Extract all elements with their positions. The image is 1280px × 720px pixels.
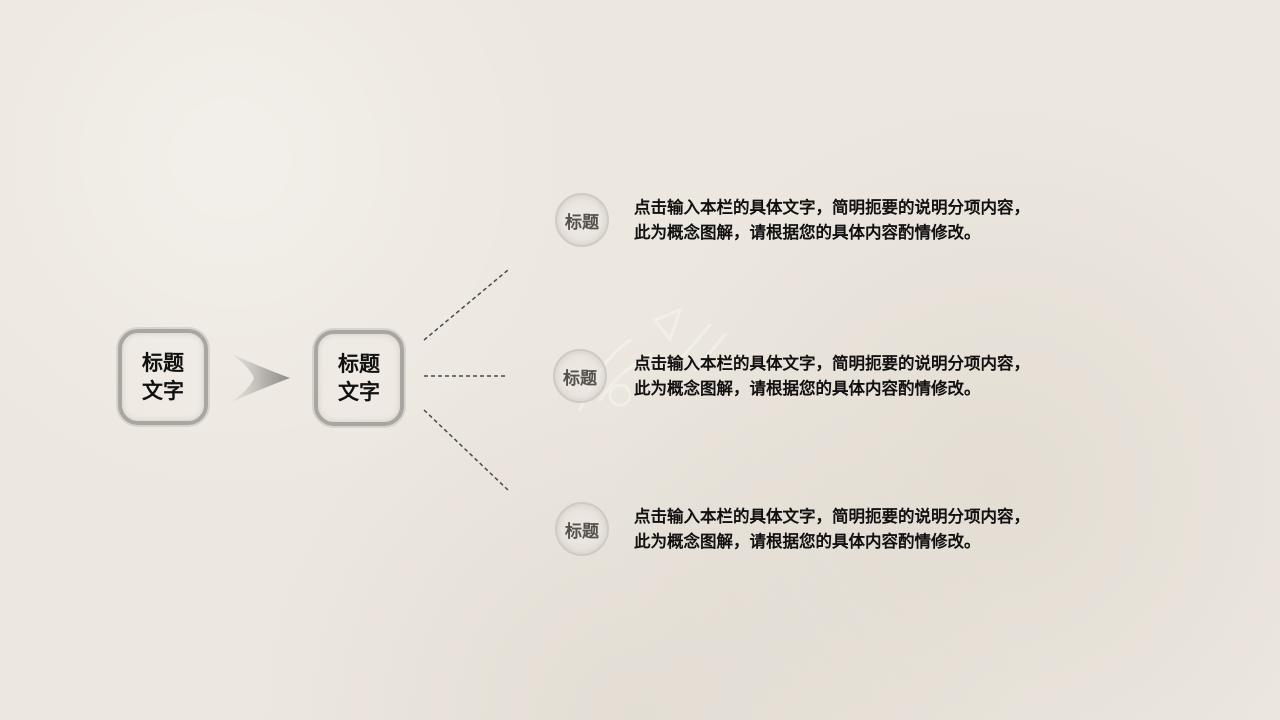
hub-title-line2: 文字	[338, 380, 380, 404]
item-description: 点击输入本栏的具体文字，简明扼要的说明分项内容， 此为概念图解，请根据您的具体内…	[634, 195, 1154, 245]
item-badge: 标题	[555, 502, 609, 556]
item-description-line2: 此为概念图解，请根据您的具体内容酌情修改。	[634, 379, 981, 398]
item-description: 点击输入本栏的具体文字，简明扼要的说明分项内容， 此为概念图解，请根据您的具体内…	[634, 351, 1154, 401]
connector-top	[423, 269, 509, 341]
item-description-line2: 此为概念图解，请根据您的具体内容酌情修改。	[634, 532, 981, 551]
source-title-label: 标题 文字	[133, 349, 193, 405]
source-title-box: 标题 文字	[118, 329, 208, 425]
item-description-line1: 点击输入本栏的具体文字，简明扼要的说明分项内容，	[634, 507, 1030, 526]
item-badge-label: 标题	[565, 212, 599, 233]
item-description-line1: 点击输入本栏的具体文字，简明扼要的说明分项内容，	[634, 354, 1030, 373]
hub-title-label: 标题 文字	[329, 350, 389, 406]
item-description: 点击输入本栏的具体文字，简明扼要的说明分项内容， 此为概念图解，请根据您的具体内…	[634, 504, 1154, 554]
source-title-line2: 文字	[142, 379, 184, 403]
item-badge-label: 标题	[565, 521, 599, 542]
hub-title-box: 标题 文字	[314, 330, 404, 426]
hub-title-line1: 标题	[338, 352, 380, 376]
item-badge: 标题	[555, 193, 609, 247]
item-badge-label: 标题	[563, 368, 597, 389]
source-title-line1: 标题	[142, 351, 184, 375]
item-description-line2: 此为概念图解，请根据您的具体内容酌情修改。	[634, 223, 981, 242]
connector-bottom	[423, 409, 509, 491]
chevron-right-icon	[232, 354, 290, 402]
item-badge: 标题	[553, 349, 607, 403]
item-description-line1: 点击输入本栏的具体文字，简明扼要的说明分项内容，	[634, 198, 1030, 217]
